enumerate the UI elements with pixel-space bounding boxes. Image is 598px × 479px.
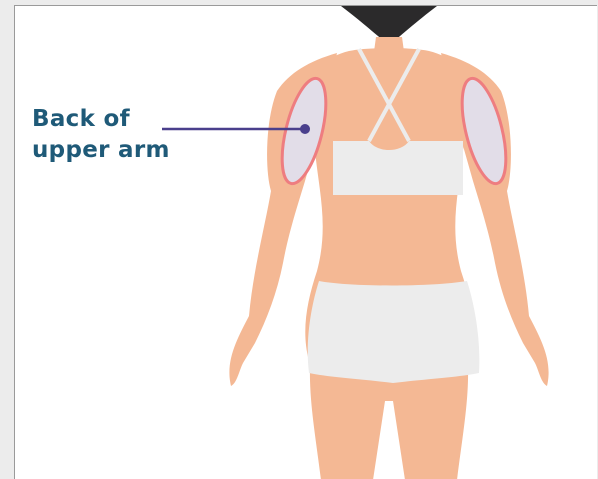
underwear	[308, 281, 480, 383]
callout-label-line-2: upper arm	[32, 135, 170, 166]
body-back-illustration	[15, 6, 597, 479]
callout-label-line-1: Back of	[32, 104, 170, 135]
callout-leader-dot	[300, 124, 310, 134]
bra-band	[333, 141, 463, 195]
callout-label: Back of upper arm	[32, 104, 170, 166]
illustration-frame	[14, 5, 597, 479]
